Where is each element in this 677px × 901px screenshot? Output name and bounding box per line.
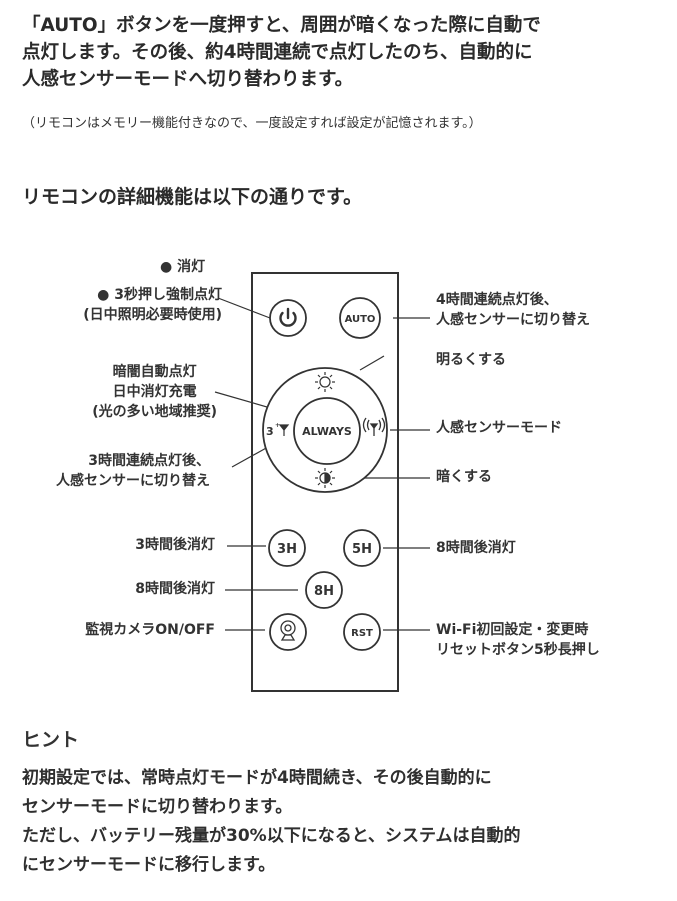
hint-title: ヒント bbox=[22, 729, 80, 751]
leader-brighter bbox=[359, 355, 385, 371]
label-rst-line: Wi-Fi初回設定・変更時 bbox=[436, 622, 589, 638]
label-force-on: ● 3秒押し強制点灯 (日中照明必要時使用) bbox=[83, 285, 222, 325]
leader-three bbox=[231, 446, 269, 468]
antenna-icon bbox=[278, 424, 290, 436]
label-always-line: 暗闇自動点灯 bbox=[112, 364, 197, 380]
label-off-5h: 8時間後消灯 bbox=[436, 540, 516, 556]
rst-button-label: RST bbox=[351, 628, 373, 639]
auto-button: AUTO bbox=[339, 297, 381, 339]
power-button bbox=[269, 299, 307, 337]
label-three-hour-sensor: 3時間連続点灯後、 人感センサーに切り替え bbox=[56, 451, 210, 491]
always-button: ALWAYS bbox=[293, 397, 361, 465]
three-label: 3 bbox=[266, 425, 274, 438]
label-auto-line: 人感センサーに切り替え bbox=[436, 312, 590, 328]
auto-button-label: AUTO bbox=[345, 314, 376, 325]
sensor-wave-icon bbox=[362, 417, 386, 436]
three-hour-label: 3H bbox=[277, 542, 297, 557]
label-rst-line: リセットボタン5秒長押し bbox=[436, 642, 600, 658]
svg-text:+: + bbox=[275, 422, 280, 429]
intro-line: 人感センサーモードへ切り替わります。 bbox=[22, 69, 354, 90]
brighter-icon bbox=[315, 372, 335, 392]
power-icon bbox=[279, 311, 297, 327]
label-always: 暗闇自動点灯 日中消灯充電 (光の多い地域推奨) bbox=[92, 362, 217, 422]
always-button-label: ALWAYS bbox=[302, 425, 352, 438]
label-auto: 4時間連続点灯後、 人感センサーに切り替え bbox=[436, 290, 590, 330]
intro-text: 「AUTO」ボタンを一度押すと、周囲が暗くなった際に自動で 点灯します。その後、… bbox=[22, 12, 662, 93]
dimmer-icon bbox=[315, 468, 335, 488]
rst-button: RST bbox=[343, 613, 381, 651]
label-dimmer: 暗くする bbox=[436, 469, 492, 485]
eight-hour-button: 8H bbox=[305, 571, 343, 609]
hint-line: ただし、バッテリー残量が30%以下になると、システムは自動的 bbox=[22, 826, 521, 846]
intro-line: 「AUTO」ボタンを一度押すと、周囲が暗くなった際に自動で bbox=[22, 15, 541, 36]
label-force-on-line: (日中照明必要時使用) bbox=[83, 307, 222, 323]
label-three-hour-sensor-line: 3時間連続点灯後、 bbox=[88, 453, 210, 469]
label-sensor-mode: 人感センサーモード bbox=[436, 420, 562, 436]
label-camera: 監視カメラON/OFF bbox=[85, 622, 215, 638]
three-hour-sensor-button: 3 + bbox=[266, 422, 290, 438]
memory-note: （リモコンはメモリー機能付きなので、一度設定すれば設定が記憶されます。） bbox=[22, 116, 482, 131]
hint-line: 初期設定では、常時点灯モードが4時間続き、その後自動的に bbox=[22, 768, 492, 788]
label-force-on-line: ● 3秒押し強制点灯 bbox=[97, 287, 222, 303]
label-off: ● 消灯 bbox=[160, 259, 206, 275]
three-hour-button: 3H bbox=[268, 529, 306, 567]
leader-power bbox=[217, 297, 271, 319]
label-always-line: (光の多い地域推奨) bbox=[92, 404, 217, 420]
label-three-hour-sensor-line: 人感センサーに切り替え bbox=[56, 473, 210, 489]
five-hour-button: 5H bbox=[343, 529, 381, 567]
label-off-8h: 8時間後消灯 bbox=[135, 581, 215, 597]
five-hour-label: 5H bbox=[352, 542, 372, 557]
label-brighter: 明るくする bbox=[436, 352, 506, 368]
label-auto-line: 4時間連続点灯後、 bbox=[436, 292, 558, 308]
label-off-3h: 3時間後消灯 bbox=[135, 537, 215, 553]
intro-line: 点灯します。その後、約4時間連続で点灯したのち、自動的に bbox=[22, 42, 533, 63]
hint-line: センサーモードに切り替わります。 bbox=[22, 797, 293, 817]
section-heading: リモコンの詳細機能は以下の通りです。 bbox=[22, 186, 363, 208]
label-rst: Wi-Fi初回設定・変更時 リセットボタン5秒長押し bbox=[436, 620, 600, 660]
camera-button bbox=[269, 613, 307, 651]
hint-line: にセンサーモードに移行します。 bbox=[22, 855, 276, 875]
camera-icon bbox=[280, 620, 296, 641]
hint-text: 初期設定では、常時点灯モードが4時間続き、その後自動的に センサーモードに切り替… bbox=[22, 764, 662, 880]
label-always-line: 日中消灯充電 bbox=[112, 384, 197, 400]
eight-hour-label: 8H bbox=[314, 584, 334, 599]
